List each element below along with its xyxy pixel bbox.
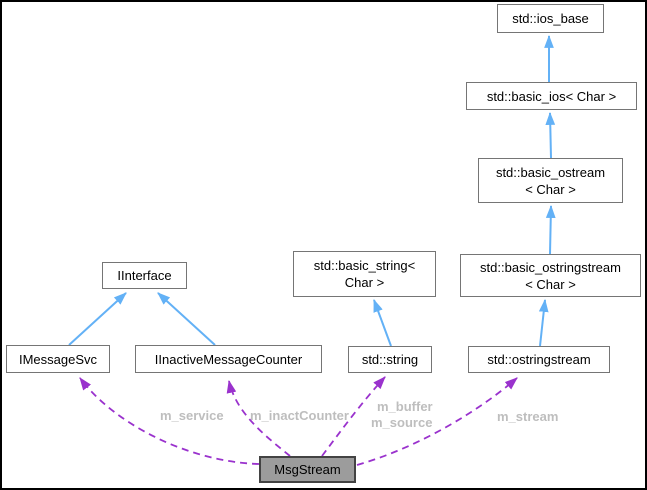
node-std-ios-base[interactable]: std::ios_base bbox=[497, 4, 604, 33]
edge-label-m-inactcounter: m_inactCounter bbox=[250, 408, 349, 423]
node-label: IMessageSvc bbox=[18, 351, 98, 367]
edge-msgstream-to-ostringstream bbox=[356, 377, 518, 466]
node-msgstream-current: MsgStream bbox=[259, 456, 356, 483]
node-std-basic-string[interactable]: std::basic_string< Char > bbox=[293, 251, 436, 297]
node-label: std::basic_ios< Char > bbox=[486, 88, 617, 104]
node-label: MsgStream bbox=[274, 462, 341, 477]
edge-label-m-source: m_source bbox=[371, 415, 433, 430]
edge-imessagesvc-to-iinterface bbox=[68, 292, 127, 346]
edge-basic-ostringstream-to-basic-ostream bbox=[545, 204, 556, 255]
node-label-line1: std::basic_ostringstream bbox=[480, 259, 621, 275]
edge-msgstream-to-std-string bbox=[321, 376, 386, 457]
node-iinactivemessagecounter[interactable]: IInactiveMessageCounter bbox=[135, 345, 322, 373]
edge-msgstream-to-imessagesvc bbox=[79, 377, 260, 465]
edge-std-string-to-basic-string bbox=[373, 298, 392, 347]
edge-label-m-buffer: m_buffer bbox=[377, 399, 433, 414]
edge-iinactivemessagecounter-to-iinterface bbox=[157, 292, 216, 346]
node-std-basic-ostream[interactable]: std::basic_ostream < Char > bbox=[478, 158, 623, 203]
edge-basic-ostream-to-basic-ios bbox=[545, 111, 556, 159]
node-label: std::ios_base bbox=[512, 11, 589, 26]
node-std-basic-ostringstream[interactable]: std::basic_ostringstream < Char > bbox=[460, 254, 641, 297]
node-iinterface[interactable]: IInterface bbox=[102, 262, 187, 289]
edge-ostringstream-to-basic-ostringstream bbox=[538, 298, 549, 347]
node-label-line1: std::basic_string< bbox=[313, 258, 416, 273]
node-imessagesvc[interactable]: IMessageSvc bbox=[6, 345, 110, 373]
node-label-line2: < Char > bbox=[525, 276, 576, 292]
node-label-line1: std::basic_ostream bbox=[495, 164, 606, 180]
node-label: std::string bbox=[361, 352, 419, 367]
node-label: IInterface bbox=[117, 268, 172, 283]
node-label: IInactiveMessageCounter bbox=[154, 351, 303, 367]
node-label-line2: Char > bbox=[344, 275, 385, 290]
node-std-basic-ios[interactable]: std::basic_ios< Char > bbox=[466, 82, 637, 110]
node-std-ostringstream[interactable]: std::ostringstream bbox=[468, 346, 610, 373]
edge-label-m-service: m_service bbox=[160, 408, 224, 423]
node-std-string[interactable]: std::string bbox=[348, 346, 432, 373]
edge-msgstream-to-iinactivemessagecounter bbox=[226, 379, 291, 457]
node-label-line2: < Char > bbox=[525, 181, 576, 197]
edge-label-m-stream: m_stream bbox=[497, 409, 559, 424]
node-label: std::ostringstream bbox=[487, 352, 591, 367]
